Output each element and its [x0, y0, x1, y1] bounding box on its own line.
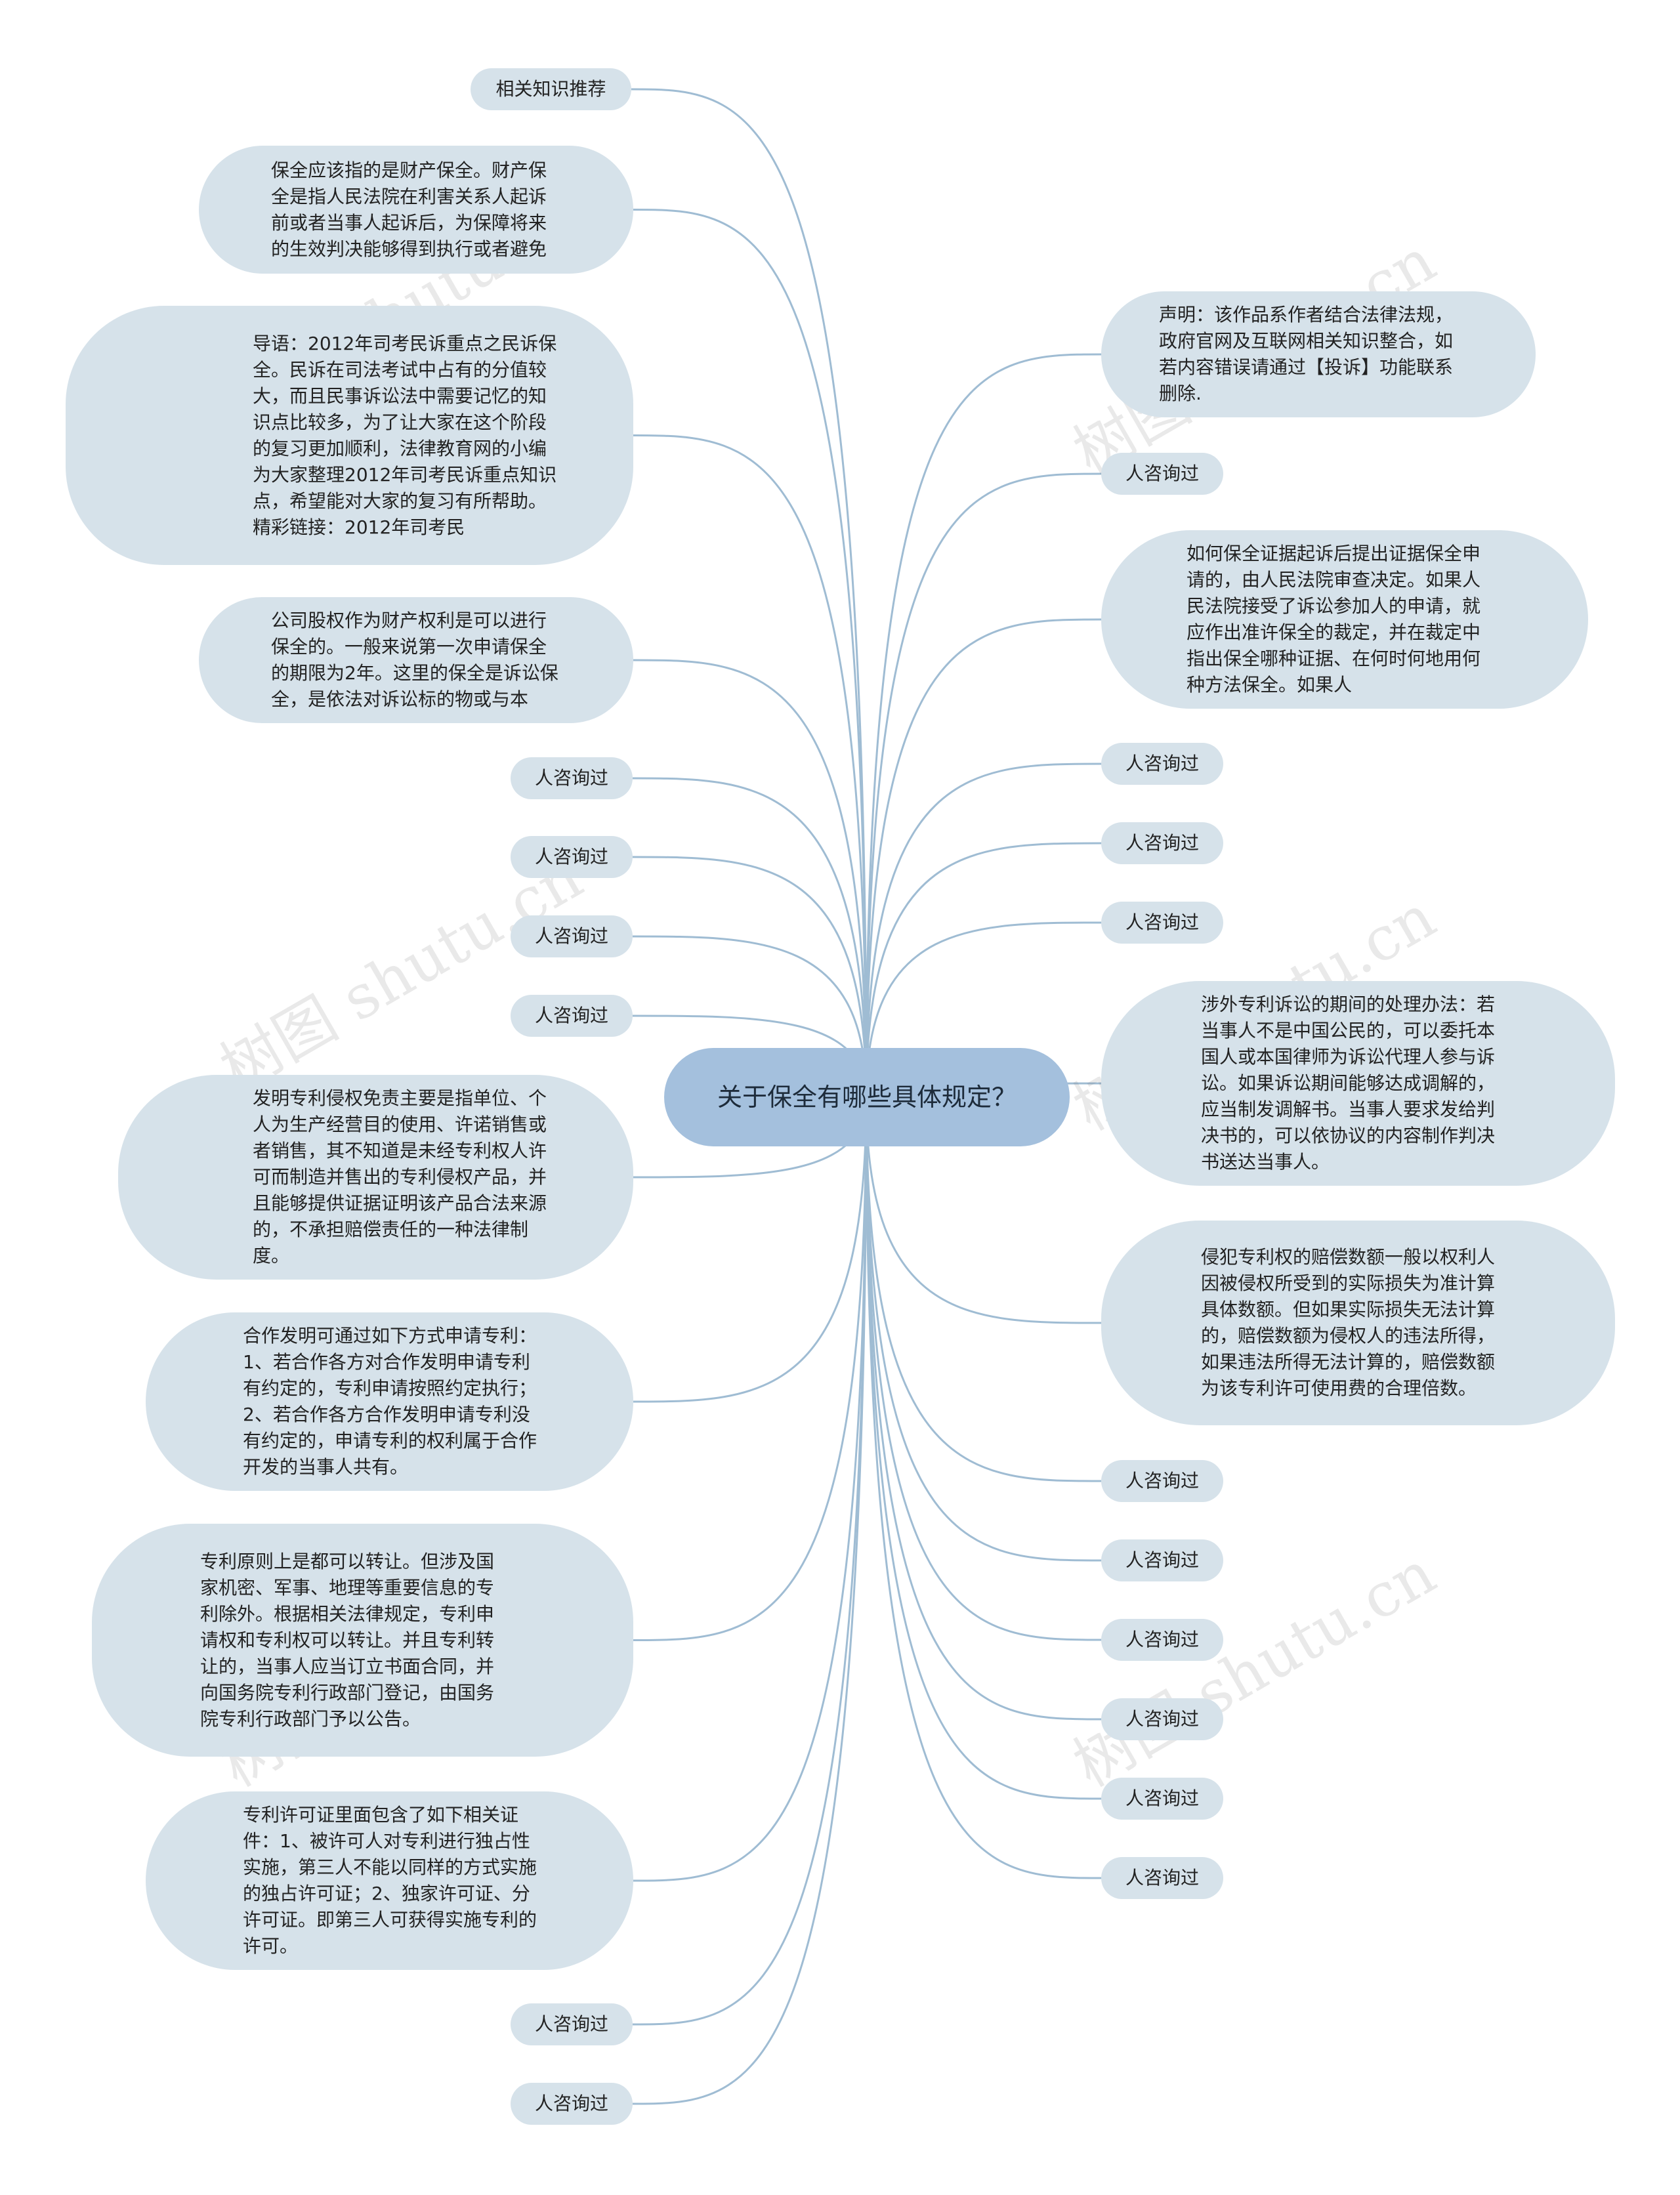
connector-line	[633, 434, 868, 1098]
node-label: 人咨询过	[1125, 832, 1199, 854]
connector-line	[865, 1097, 1102, 1641]
right-node-4[interactable]: 人咨询过	[1101, 822, 1223, 864]
node-label: 公司股权作为财产权利是可以进行保全的。一般来说第一次申请保全的期限为2年。这里的…	[271, 610, 558, 710]
connector-line	[865, 763, 1102, 1098]
left-node-6[interactable]: 人咨询过	[511, 915, 633, 957]
node-label: 合作发明可通过如下方式申请专利：1、若合作各方对合作发明申请专利有约定的，专利申…	[243, 1325, 537, 1478]
connector-line	[633, 1097, 868, 1882]
node-label: 专利原则上是都可以转让。但涉及国家机密、军事、地理等重要信息的专利除外。根据相关…	[200, 1550, 495, 1730]
left-node-13[interactable]: 人咨询过	[511, 2083, 633, 2125]
node-label: 导语：2012年司考民诉重点之民诉保全。民诉在司法考试中占有的分值较大，而且民事…	[253, 332, 557, 538]
connector-line	[865, 1097, 1102, 1324]
right-node-0[interactable]: 声明：该作品系作者结合法律法规，政府官网及互联网相关知识整合，如若内容错误请通过…	[1101, 291, 1536, 417]
left-node-10[interactable]: 专利原则上是都可以转让。但涉及国家机密、军事、地理等重要信息的专利除外。根据相关…	[92, 1524, 633, 1757]
connector-line	[865, 618, 1102, 1098]
connector-line	[865, 921, 1102, 1098]
node-label: 人咨询过	[1125, 753, 1199, 774]
node-label: 人咨询过	[1125, 1549, 1199, 1571]
left-node-8[interactable]: 发明专利侵权免责主要是指单位、个人为生产经营目的使用、许诺销售或者销售，其不知道…	[118, 1075, 633, 1280]
connector-line	[632, 935, 868, 1098]
left-node-12[interactable]: 人咨询过	[511, 2003, 633, 2045]
connector-line	[865, 472, 1102, 1098]
node-label: 人咨询过	[1125, 911, 1199, 933]
connector-line	[865, 1097, 1102, 1800]
node-label: 保全应该指的是财产保全。财产保全是指人民法院在利害关系人起诉前或者当事人起诉后，…	[271, 159, 547, 260]
connector-line	[632, 1097, 868, 2026]
node-label: 人咨询过	[534, 1005, 608, 1026]
node-label: 如何保全证据起诉后提出证据保全申请的，由人民法院审查决定。如果人民法院接受了诉讼…	[1186, 543, 1481, 696]
left-node-9[interactable]: 合作发明可通过如下方式申请专利：1、若合作各方对合作发明申请专利有约定的，专利申…	[146, 1312, 633, 1491]
right-node-5[interactable]: 人咨询过	[1101, 902, 1223, 944]
node-label: 人咨询过	[1125, 1629, 1199, 1650]
connector-line	[865, 1097, 1102, 1879]
left-node-7[interactable]: 人咨询过	[511, 995, 633, 1037]
connector-line	[633, 1097, 868, 1403]
right-node-3[interactable]: 人咨询过	[1101, 743, 1223, 785]
connector-line	[865, 353, 1102, 1098]
left-node-5[interactable]: 人咨询过	[511, 836, 633, 878]
connector-line	[632, 777, 868, 1098]
right-node-9[interactable]: 人咨询过	[1101, 1539, 1223, 1581]
node-label: 人咨询过	[1125, 1470, 1199, 1492]
left-node-2[interactable]: 导语：2012年司考民诉重点之民诉保全。民诉在司法考试中占有的分值较大，而且民事…	[66, 306, 633, 565]
node-label: 声明：该作品系作者结合法律法规，政府官网及互联网相关知识整合，如若内容错误请通过…	[1159, 304, 1454, 404]
left-node-3[interactable]: 公司股权作为财产权利是可以进行保全的。一般来说第一次申请保全的期限为2年。这里的…	[199, 597, 633, 723]
node-label: 发明专利侵权免责主要是指单位、个人为生产经营目的使用、许诺销售或者销售，其不知道…	[253, 1087, 547, 1266]
right-node-8[interactable]: 人咨询过	[1101, 1460, 1223, 1502]
node-label: 人咨询过	[1125, 1708, 1199, 1730]
node-label: 人咨询过	[1125, 463, 1199, 484]
right-node-1[interactable]: 人咨询过	[1101, 453, 1223, 495]
left-node-0[interactable]: 相关知识推荐	[471, 68, 631, 110]
right-node-10[interactable]: 人咨询过	[1101, 1619, 1223, 1661]
node-label: 专利许可证里面包含了如下相关证件：1、被许可人对专利进行独占性实施，第三人不能以…	[243, 1804, 537, 1957]
root-topic[interactable]: 关于保全有哪些具体规定？	[664, 1048, 1070, 1146]
right-node-12[interactable]: 人咨询过	[1101, 1778, 1223, 1820]
node-label: 相关知识推荐	[495, 78, 606, 100]
node-label: 人咨询过	[1125, 1867, 1199, 1889]
node-label: 人咨询过	[534, 925, 608, 947]
left-node-4[interactable]: 人咨询过	[511, 757, 633, 799]
node-label: 人咨询过	[1125, 1787, 1199, 1809]
connector-line	[632, 856, 868, 1098]
connector-line	[865, 1097, 1102, 1482]
node-label: 人咨询过	[534, 2093, 608, 2114]
connector-line	[631, 88, 868, 1098]
right-node-6[interactable]: 涉外专利诉讼的期间的处理办法：若当事人不是中国公民的，可以委托本国人或本国律师为…	[1101, 981, 1615, 1186]
connector-line	[632, 1097, 868, 2105]
left-node-1[interactable]: 保全应该指的是财产保全。财产保全是指人民法院在利害关系人起诉前或者当事人起诉后，…	[199, 146, 633, 274]
node-label: 人咨询过	[534, 846, 608, 868]
node-label: 涉外专利诉讼的期间的处理办法：若当事人不是中国公民的，可以委托本国人或本国律师为…	[1201, 993, 1496, 1173]
connector-line	[865, 1097, 1102, 1721]
right-node-13[interactable]: 人咨询过	[1101, 1857, 1223, 1899]
root-topic-label: 关于保全有哪些具体规定？	[717, 1083, 1017, 1112]
connector-line	[633, 659, 868, 1098]
right-node-11[interactable]: 人咨询过	[1101, 1698, 1223, 1740]
right-node-7[interactable]: 侵犯专利权的赔偿数额一般以权利人因被侵权所受到的实际损失为准计算具体数额。但如果…	[1101, 1221, 1615, 1425]
connector-line	[865, 842, 1102, 1098]
connector-line	[865, 1097, 1102, 1562]
connector-line	[633, 1097, 868, 1641]
right-node-2[interactable]: 如何保全证据起诉后提出证据保全申请的，由人民法院审查决定。如果人民法院接受了诉讼…	[1101, 530, 1588, 709]
left-node-11[interactable]: 专利许可证里面包含了如下相关证件：1、被许可人对专利进行独占性实施，第三人不能以…	[146, 1791, 633, 1970]
connector-line	[633, 209, 868, 1098]
node-label: 人咨询过	[534, 767, 608, 789]
node-label: 侵犯专利权的赔偿数额一般以权利人因被侵权所受到的实际损失为准计算具体数额。但如果…	[1201, 1246, 1496, 1399]
node-label: 人咨询过	[534, 2013, 608, 2035]
